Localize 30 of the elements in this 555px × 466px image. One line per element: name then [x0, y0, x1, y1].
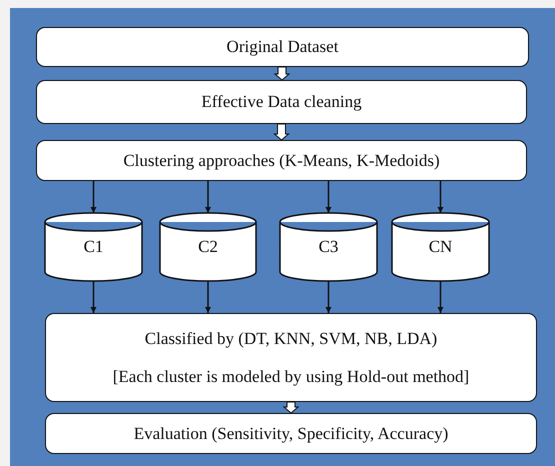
- arrow: [326, 281, 332, 313]
- process-box: [36, 80, 527, 124]
- process-box: [36, 140, 527, 181]
- cluster-cylinder: [392, 213, 489, 281]
- cluster-cylinder: [280, 213, 377, 281]
- step-label: Original Dataset: [226, 37, 338, 57]
- step-label: Clustering approaches (K-Means, K-Medoids): [123, 150, 440, 170]
- process-box: [36, 27, 529, 67]
- step-label: Evaluation (Sensitivity, Specificity, Accuracy): [134, 424, 448, 444]
- block-arrow: [274, 66, 290, 81]
- cluster-label: CN: [428, 237, 452, 257]
- cluster-cylinder: [45, 213, 142, 281]
- process-box: [45, 313, 537, 402]
- step-label: Effective Data cleaning: [201, 92, 362, 112]
- arrow: [90, 281, 96, 313]
- arrow: [90, 181, 96, 213]
- cluster-label: C1: [84, 237, 104, 257]
- step-label: Classified by (DT, KNN, SVM, NB, LDA): [144, 328, 438, 348]
- arrow: [205, 281, 211, 313]
- arrow: [205, 181, 211, 213]
- cluster-label: C2: [198, 237, 218, 257]
- cluster-cylinder: [160, 213, 256, 281]
- arrow: [438, 181, 444, 213]
- cluster-label: C3: [318, 237, 338, 257]
- arrow: [326, 181, 332, 213]
- block-arrow: [273, 124, 290, 141]
- process-box: [45, 413, 537, 454]
- note-text: [Each cluster is modeled by using Hold-out method]: [112, 366, 470, 386]
- block-arrow: [282, 402, 300, 414]
- arrow: [438, 281, 444, 313]
